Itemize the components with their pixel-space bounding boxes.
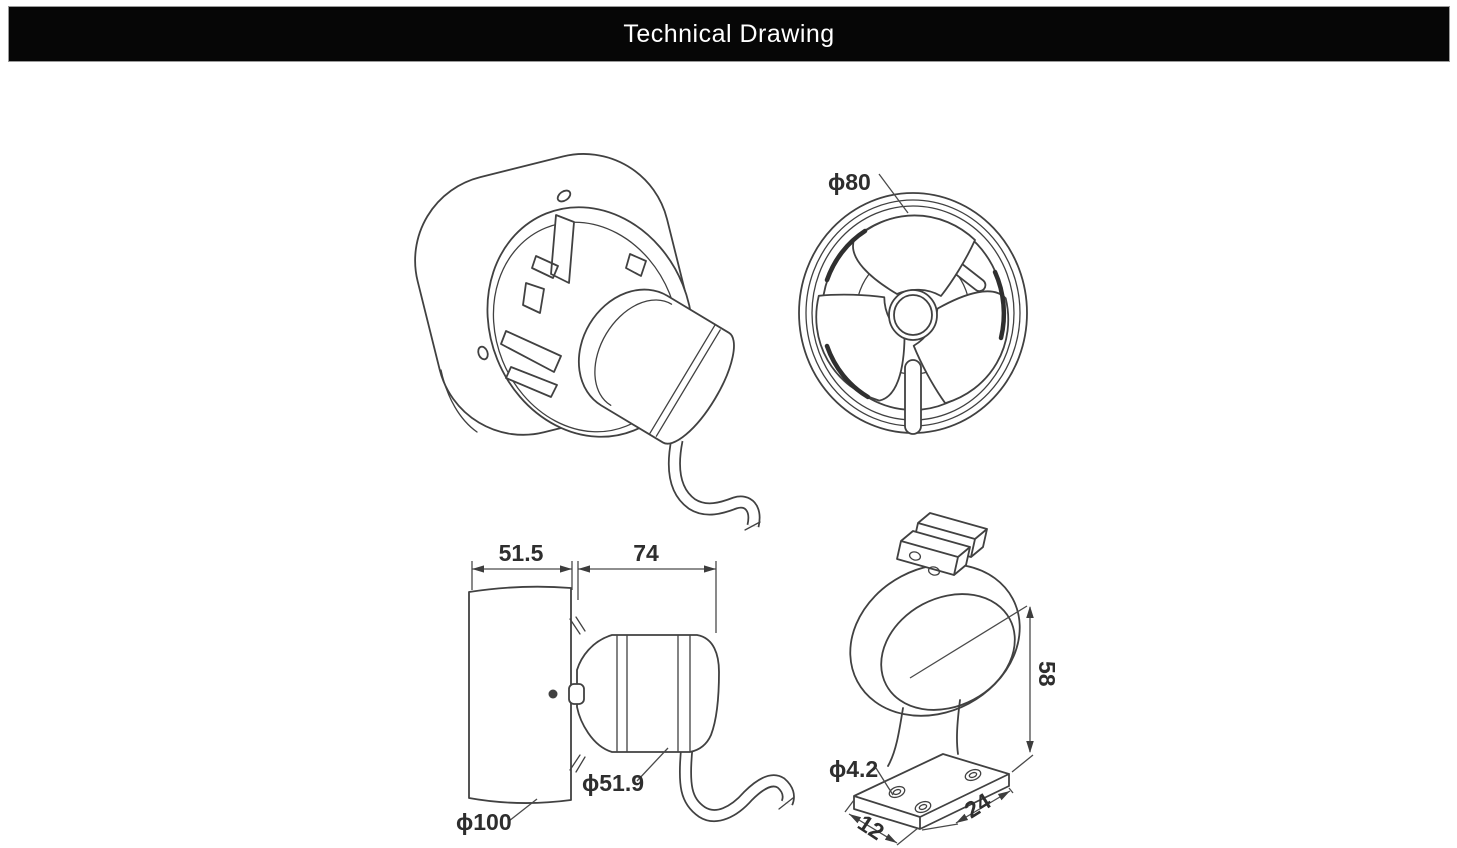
arrowhead [956, 813, 969, 823]
fan-blade [815, 293, 906, 402]
label-motor-dia: ϕ51.9 [582, 770, 644, 796]
duct-bore-lip [492, 221, 680, 433]
bracket-foot [853, 753, 1010, 830]
blade-tip-edge [824, 228, 868, 283]
stator-strut-bottom [904, 359, 922, 435]
duct-depth-edge [440, 369, 478, 433]
view-side-profile: 51.5 74 ϕ51.9 ϕ100 [456, 540, 795, 835]
clamp-bar-front [896, 530, 971, 576]
blade-tip-edge [824, 343, 871, 400]
screw-dot [548, 689, 558, 699]
duct-side-outline [468, 585, 572, 804]
fan-blade [852, 214, 976, 297]
extension-line [1011, 754, 1034, 773]
clamp-bolt-hole [927, 566, 941, 576]
blade-edges-side [569, 616, 586, 773]
view-isometric-thruster [414, 153, 761, 531]
duct-face-hole [477, 345, 489, 361]
arrowhead [1026, 741, 1034, 753]
arrowhead [578, 565, 590, 573]
motor-side-outline [576, 634, 720, 753]
label-hole-dia: ϕ4.2 [829, 756, 878, 782]
label-motor-length: 74 [633, 540, 659, 566]
motor-mount-tab [568, 683, 585, 705]
cable-end-cut [744, 521, 761, 531]
blade-tip-edge [992, 269, 1007, 341]
extension-lines [844, 799, 919, 846]
extension-lines [471, 561, 717, 633]
duct-face-hole [556, 189, 572, 203]
foot-mounting-holes [888, 768, 982, 814]
arrowhead [472, 565, 484, 573]
label-duct-dia: ϕ100 [456, 809, 512, 835]
motor-cable-iso-core [669, 439, 759, 528]
leader-line-motor-dia [636, 747, 669, 782]
arrowhead [1026, 606, 1034, 618]
title-bar: Technical Drawing [8, 6, 1450, 62]
arrowhead [997, 791, 1010, 801]
page-title: Technical Drawing [623, 19, 835, 48]
extension-lines [921, 787, 1014, 831]
bracket-stem [887, 699, 961, 767]
leader-line-duct-dia [508, 798, 538, 822]
view-mounting-bracket: 58 12 24 ϕ4.2 [829, 512, 1060, 846]
label-height: 58 [1034, 661, 1060, 687]
view-front-fan: ϕ80 [798, 169, 1028, 435]
leader-line-hole-dia [875, 767, 894, 796]
label-duct-width: 51.5 [499, 540, 544, 566]
clamp-ring-inner [880, 593, 1016, 711]
motor-body-iso [577, 288, 735, 445]
fan-blades-iso [500, 214, 647, 398]
clamp-bolt-hole [908, 551, 922, 561]
arrowhead [884, 833, 897, 843]
arrowhead [560, 565, 572, 573]
arrowhead [849, 814, 862, 824]
motor-section-lines [616, 634, 691, 753]
cable-end-cut [778, 797, 794, 810]
hub-inner [893, 294, 933, 336]
label-dia80: ϕ80 [828, 169, 871, 195]
diameter-line [909, 605, 1028, 679]
leader-line-dia80 [878, 173, 909, 214]
motor-cable-side-core [680, 745, 794, 821]
arrowhead [704, 565, 716, 573]
